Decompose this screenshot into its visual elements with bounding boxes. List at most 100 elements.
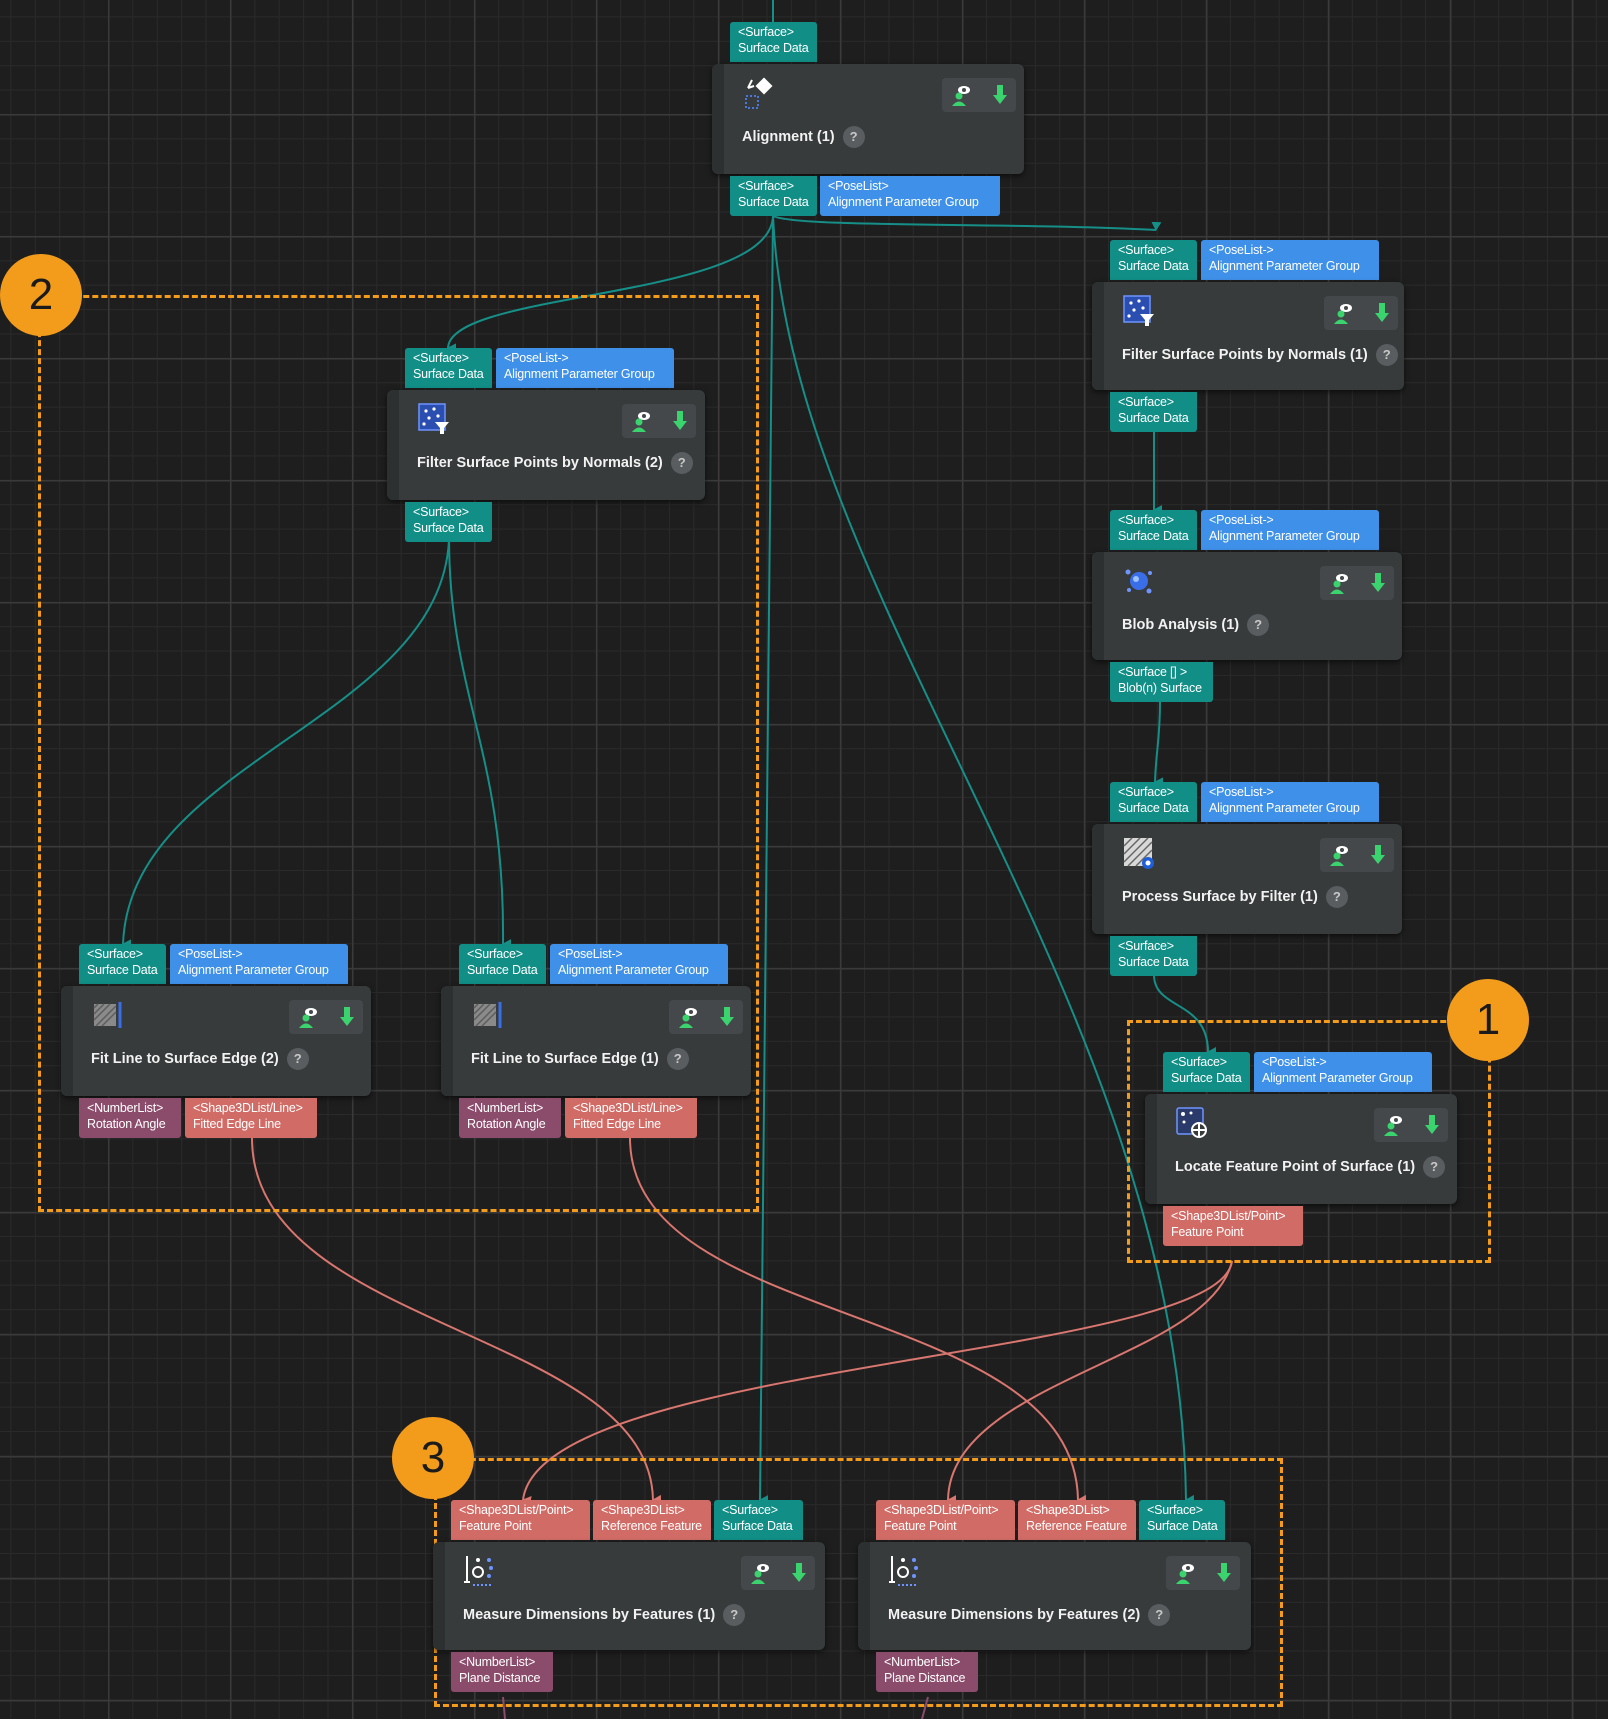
locate-feature-icon [1176,1107,1207,1138]
node-title: Fit Line to Surface Edge (2) ? [91,1048,309,1070]
help-icon[interactable]: ? [1325,886,1348,908]
node-controls [669,1000,743,1034]
visualize-icon[interactable] [297,1006,323,1028]
node-measure-dimensions-1[interactable]: Measure Dimensions by Features (1) ? [433,1542,825,1650]
wire-alignment-to-measure2 [772,215,1195,1505]
measure1-in-reference-feature[interactable]: <Shape3DList> Reference Feature [593,1500,711,1540]
locate-out-feature-point[interactable]: <Shape3DList/Point> Feature Point [1163,1206,1303,1246]
node-grip[interactable] [1145,1094,1157,1204]
node-fit-line-2[interactable]: Fit Line to Surface Edge (2) ? [61,986,371,1096]
fit2-out-rotation-angle[interactable]: <NumberList> Rotation Angle [79,1098,181,1138]
locate-in-alignment-parameter-group[interactable]: <PoseList-> Alignment Parameter Group [1254,1052,1432,1092]
process-out-surface-data[interactable]: <Surface> Surface Data [1110,936,1197,976]
help-icon[interactable]: ? [1148,1604,1171,1626]
fit1-in-alignment-parameter-group[interactable]: <PoseList-> Alignment Parameter Group [550,944,728,984]
fit1-out-rotation-angle[interactable]: <NumberList> Rotation Angle [459,1098,561,1138]
fit1-in-surface-data[interactable]: <Surface> Surface Data [459,944,546,984]
node-controls [942,78,1016,112]
visualize-icon[interactable] [1174,1562,1200,1584]
filter1-out-surface-data[interactable]: <Surface> Surface Data [1110,392,1197,432]
download-arrow-icon[interactable] [339,1006,355,1028]
download-arrow-icon[interactable] [1216,1562,1232,1584]
help-icon[interactable]: ? [286,1048,309,1070]
visualize-icon[interactable] [950,84,976,106]
help-icon[interactable]: ? [666,1048,689,1070]
measure2-in-feature-point[interactable]: <Shape3DList/Point> Feature Point [876,1500,1015,1540]
node-filter-surface-points-2[interactable]: Filter Surface Points by Normals (2) ? [387,390,705,500]
help-icon[interactable]: ? [1247,614,1270,636]
measure2-out-plane-distance[interactable]: <NumberList> Plane Distance [876,1652,978,1692]
node-process-surface-by-filter-1[interactable]: Process Surface by Filter (1) ? [1092,824,1402,934]
node-grip[interactable] [1092,824,1104,934]
fit2-out-fitted-edge-line[interactable]: <Shape3DList/Line> Fitted Edge Line [185,1098,317,1138]
visualize-icon[interactable] [1382,1114,1408,1136]
download-arrow-icon[interactable] [719,1006,735,1028]
filter1-in-surface-data[interactable]: <Surface> Surface Data [1110,240,1197,280]
node-title: Filter Surface Points by Normals (2) ? [417,452,693,474]
node-measure-dimensions-2[interactable]: Measure Dimensions by Features (2) ? [858,1542,1251,1650]
group-2-outline [38,295,759,1212]
node-locate-feature-point-1[interactable]: Locate Feature Point of Surface (1) ? [1145,1094,1457,1204]
node-grip[interactable] [858,1542,870,1650]
download-arrow-icon[interactable] [791,1562,807,1584]
locate-in-surface-data[interactable]: <Surface> Surface Data [1163,1052,1250,1092]
node-grip[interactable] [1092,282,1104,390]
node-grip[interactable] [433,1542,445,1650]
visualize-icon[interactable] [749,1562,775,1584]
measure-dimensions-icon [889,1556,918,1586]
visualize-icon[interactable] [1328,572,1354,594]
measure1-in-surface-data[interactable]: <Surface> Surface Data [714,1500,803,1540]
fit1-out-fitted-edge-line[interactable]: <Shape3DList/Line> Fitted Edge Line [565,1098,697,1138]
alignment-out-surface-data[interactable]: <Surface> Surface Data [730,176,817,216]
node-grip[interactable] [1092,552,1104,660]
node-controls [1166,1556,1240,1590]
measure-dimensions-icon [464,1556,493,1586]
visualize-icon[interactable] [1332,302,1358,324]
measure1-out-plane-distance[interactable]: <NumberList> Plane Distance [451,1652,553,1692]
node-grip[interactable] [387,390,399,500]
node-blob-analysis-1[interactable]: Blob Analysis (1) ? [1092,552,1402,660]
process-in-surface-data[interactable]: <Surface> Surface Data [1110,782,1197,822]
process-filter-icon [1123,837,1154,869]
node-grip[interactable] [712,64,724,174]
node-title: Alignment (1) ? [742,126,865,148]
visualize-icon[interactable] [630,410,656,432]
node-controls [1324,296,1398,330]
help-icon[interactable]: ? [1423,1156,1446,1178]
wire-alignment-to-filter2 [447,215,774,354]
node-title: Process Surface by Filter (1) ? [1122,886,1348,908]
download-arrow-icon[interactable] [992,84,1008,106]
filter2-out-surface-data[interactable]: <Surface> Surface Data [405,502,492,542]
fit2-in-alignment-parameter-group[interactable]: <PoseList-> Alignment Parameter Group [170,944,348,984]
fit2-in-surface-data[interactable]: <Surface> Surface Data [79,944,166,984]
alignment-out-alignment-parameter-group[interactable]: <PoseList> Alignment Parameter Group [820,176,1000,216]
node-alignment[interactable]: Alignment (1) ? [712,64,1024,174]
visualize-icon[interactable] [1328,844,1354,866]
help-icon[interactable]: ? [1375,344,1398,366]
measure2-in-surface-data[interactable]: <Surface> Surface Data [1139,1500,1225,1540]
filter1-in-alignment-parameter-group[interactable]: <PoseList-> Alignment Parameter Group [1201,240,1379,280]
download-arrow-icon[interactable] [1424,1114,1440,1136]
blob-in-surface-data[interactable]: <Surface> Surface Data [1110,510,1197,550]
measure1-in-feature-point[interactable]: <Shape3DList/Point> Feature Point [451,1500,590,1540]
blob-in-alignment-parameter-group[interactable]: <PoseList-> Alignment Parameter Group [1201,510,1379,550]
download-arrow-icon[interactable] [1370,844,1386,866]
filter2-in-alignment-parameter-group[interactable]: <PoseList-> Alignment Parameter Group [496,348,674,388]
node-grip[interactable] [61,986,73,1096]
alignment-in-surface-data[interactable]: <Surface> Surface Data [730,22,817,62]
node-fit-line-1[interactable]: Fit Line to Surface Edge (1) ? [441,986,751,1096]
download-arrow-icon[interactable] [1374,302,1390,324]
visualize-icon[interactable] [677,1006,703,1028]
help-icon[interactable]: ? [842,126,865,148]
help-icon[interactable]: ? [670,452,693,474]
node-filter-surface-points-1[interactable]: Filter Surface Points by Normals (1) ? [1092,282,1404,390]
node-grip[interactable] [441,986,453,1096]
measure2-in-reference-feature[interactable]: <Shape3DList> Reference Feature [1018,1500,1136,1540]
filter2-in-surface-data[interactable]: <Surface> Surface Data [405,348,492,388]
blob-out-blob-surface[interactable]: <Surface [] > Blob(n) Surface [1110,662,1213,702]
help-icon[interactable]: ? [723,1604,746,1626]
download-arrow-icon[interactable] [1370,572,1386,594]
process-in-alignment-parameter-group[interactable]: <PoseList-> Alignment Parameter Group [1201,782,1379,822]
download-arrow-icon[interactable] [672,410,688,432]
node-title: Measure Dimensions by Features (1) ? [463,1604,746,1626]
